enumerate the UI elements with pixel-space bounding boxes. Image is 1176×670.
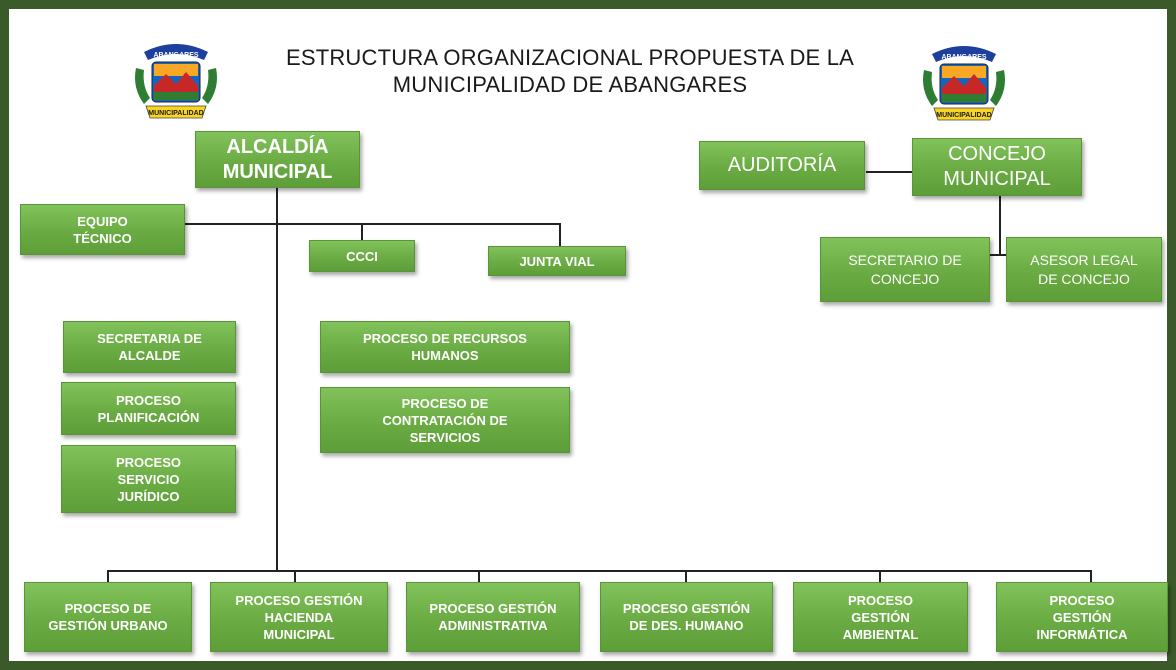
title-line-2: MUNICIPALIDAD DE ABANGARES	[392, 72, 748, 97]
node-junta-vial: JUNTA VIAL	[488, 246, 626, 276]
logo-bottom-text: MUNICIPALIDAD	[936, 112, 991, 119]
connector-auditoria-concejo	[866, 171, 913, 173]
municipal-logo-right: ABANGARES MUNICIPALIDAD	[923, 46, 1005, 121]
connector-administrativa-drop	[478, 570, 480, 582]
connector-bottom-bar	[107, 570, 1092, 572]
connector-junta-drop	[559, 223, 561, 247]
diagram-title: ESTRUCTURA ORGANIZACIONAL PROPUESTA DE L…	[250, 44, 890, 98]
connector-informatica-drop	[1090, 570, 1092, 582]
connector-urbano-drop	[107, 570, 109, 582]
connector-des-humano-drop	[685, 570, 687, 582]
logo-top-text: ABANGARES	[153, 52, 198, 59]
connector-concejo-asesor	[990, 254, 1006, 256]
logo-top-text: ABANGARES	[941, 54, 986, 61]
connector-equipo-bar	[184, 223, 560, 225]
connector-alcaldia-trunk	[276, 186, 278, 571]
connector-ambiental-drop	[879, 570, 881, 582]
municipal-logo-left: ABANGARES MUNICIPALIDAD	[135, 44, 217, 119]
connector-concejo-drop	[999, 196, 1001, 256]
node-ccci: CCCI	[309, 240, 415, 272]
node-auditoria: AUDITORÍA	[699, 141, 865, 190]
connector-hacienda-drop	[294, 570, 296, 582]
connector-ccci-drop	[361, 223, 363, 241]
logo-bottom-text: MUNICIPALIDAD	[148, 110, 203, 117]
title-line-1: ESTRUCTURA ORGANIZACIONAL PROPUESTA DE L…	[285, 45, 855, 70]
